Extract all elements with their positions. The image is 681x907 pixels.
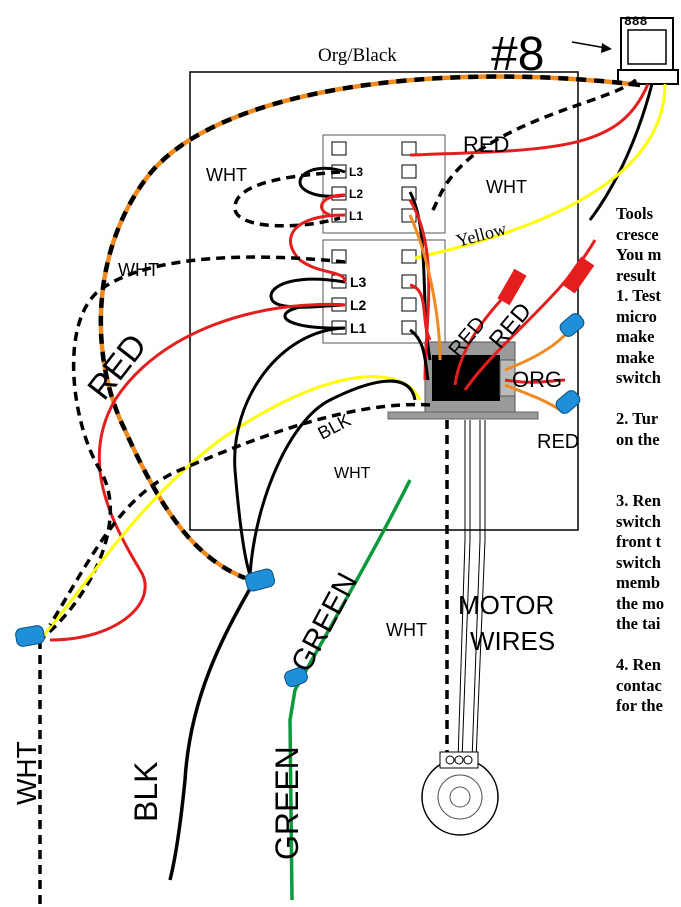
label-wht-left: WHT	[118, 260, 159, 280]
label-l2-lower: L2	[350, 297, 367, 313]
label-l2-upper: L2	[349, 187, 363, 201]
instruction-line: make	[616, 347, 655, 367]
instruction-line: cresce	[616, 224, 659, 244]
wire-blk-bottom	[168, 579, 257, 881]
wire-blk-transformer	[248, 379, 417, 576]
label-wht-top-left: WHT	[206, 165, 247, 185]
instruction-line: front t	[616, 532, 662, 551]
instruction-line: make	[616, 327, 655, 346]
instruction-line: the mo	[616, 593, 665, 613]
label-blk-small: BLK	[314, 410, 353, 444]
label-green-bottom: GREEN	[269, 746, 305, 860]
label-l3-upper: L3	[349, 165, 363, 179]
label-org: ORG	[512, 367, 562, 392]
wire-wht-transformer	[48, 402, 431, 626]
instruction-line: switch	[616, 368, 661, 387]
wire-red-left	[49, 302, 346, 642]
instruction-spacer	[616, 471, 681, 492]
label-green-mid: GREEN	[285, 568, 364, 678]
label-l1-lower: L1	[350, 320, 367, 336]
label-wht-motor: WHT	[386, 620, 427, 640]
label-number-8: #8	[491, 28, 544, 81]
wire-yellow-connector	[414, 83, 667, 260]
instruction-line: 1. Test	[616, 286, 661, 305]
wire-wht-left	[38, 255, 346, 642]
label-blk-bottom: BLK	[128, 762, 164, 822]
wire-black-connector	[588, 83, 654, 221]
wire-nut-org	[559, 313, 585, 337]
instruction-line: result	[616, 265, 657, 285]
wire-nut-green	[284, 666, 308, 688]
label-wht-top-right: WHT	[486, 177, 527, 197]
instruction-line: Tools	[616, 204, 653, 223]
label-motor-line2: WIRES	[470, 626, 555, 656]
svg-text:888: 888	[624, 14, 648, 29]
instruction-line: switch	[616, 511, 661, 531]
label-wht-transformer: WHT	[334, 465, 371, 482]
wire-yellow-left	[38, 375, 422, 641]
label-org-black: Org/Black	[318, 45, 397, 66]
connector-8: 888	[617, 14, 679, 85]
motor	[421, 751, 499, 836]
instruction-spacer	[616, 635, 681, 656]
wire-nut-left	[15, 625, 45, 647]
terminal-block-upper	[322, 134, 446, 234]
instruction-line: 2. Tur	[616, 409, 659, 428]
wire-wht-dashed-connector	[428, 78, 638, 216]
label-yellow: Yellow	[454, 218, 509, 251]
wire-nut-red	[555, 390, 581, 414]
wire-nut-center	[244, 568, 276, 592]
wire-red-connector	[409, 83, 650, 157]
instruction-line: micro	[616, 306, 657, 326]
instruction-line: 4. Ren	[616, 655, 661, 674]
instruction-line: on the	[616, 429, 660, 449]
label-l3-lower: L3	[350, 274, 367, 290]
label-red-top: RED	[463, 132, 509, 157]
instruction-line: 3. Ren	[616, 491, 661, 510]
label-l1-upper: L1	[349, 209, 363, 223]
instruction-spacer	[616, 389, 681, 410]
instruction-spacer	[616, 450, 681, 471]
instruction-line: contac	[616, 675, 662, 695]
instruction-line: You m	[616, 245, 662, 264]
wire-green	[288, 479, 412, 901]
instruction-line: for the	[616, 696, 663, 715]
instruction-line: switch	[616, 552, 661, 572]
instructions-panel: Tools cresce You m result 1. Test micro …	[616, 204, 681, 717]
instruction-line: memb	[616, 573, 660, 592]
label-red-transformer: RED	[537, 431, 579, 453]
label-wht-bottom: WHT	[11, 741, 42, 805]
instruction-line: the tai	[616, 614, 661, 633]
label-motor-line1: MOTOR	[458, 590, 554, 620]
